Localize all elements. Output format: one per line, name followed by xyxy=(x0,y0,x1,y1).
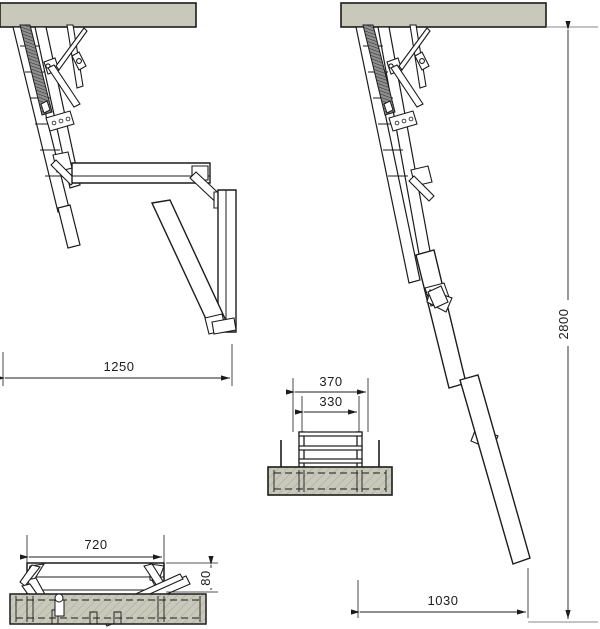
dimension-330-label: 330 xyxy=(319,394,342,409)
folded-side-view: 1250 xyxy=(0,2,237,386)
hinge-plate-right xyxy=(383,100,418,132)
plan-section-view: 720 80 xyxy=(9,535,218,627)
ceiling-beam-right xyxy=(340,2,547,28)
lower-rail-end-left xyxy=(57,204,81,249)
dimension-80-label: 80 xyxy=(198,570,213,585)
dimension-1030: 1030 xyxy=(351,568,529,618)
front-rungs xyxy=(298,431,363,464)
dimension-2800-label: 2800 xyxy=(556,309,571,340)
dimension-1030-label: 1030 xyxy=(428,593,459,608)
folded-section-right xyxy=(217,189,237,333)
pivot-arm-left xyxy=(43,24,88,108)
dimension-330: 330 xyxy=(295,394,360,432)
front-elevation-detail: 370 330 xyxy=(267,373,393,496)
plan-floor-base xyxy=(9,593,207,625)
folded-section-middle xyxy=(71,162,211,184)
pivot-arm-right xyxy=(386,24,431,108)
ladder-section-middle-right xyxy=(415,249,467,389)
extension-joint-middle xyxy=(424,282,453,313)
ladder-rungs-upper-right xyxy=(363,45,408,177)
dimension-2800: 2800 xyxy=(528,21,598,623)
ladder-section-bottom-right xyxy=(459,374,531,565)
fold-joint-left-c xyxy=(204,313,237,335)
front-side-posts xyxy=(280,440,380,470)
ceiling-beam-left xyxy=(0,2,197,28)
front-rails xyxy=(298,431,363,471)
spring-rail-right xyxy=(362,24,396,116)
dimension-720: 720 xyxy=(20,535,165,566)
dimension-720-label: 720 xyxy=(84,537,107,552)
hinge-plate-left xyxy=(40,100,75,132)
folded-section-diagonal xyxy=(150,199,229,333)
dimension-1250: 1250 xyxy=(0,344,233,386)
extended-side-view: 2800 1030 xyxy=(340,2,598,623)
spring-rail-left xyxy=(19,24,53,116)
front-frame-base xyxy=(267,466,393,496)
dimension-370: 370 xyxy=(286,373,369,432)
extension-joint-upper xyxy=(408,165,435,202)
dimension-80: 80 xyxy=(166,556,218,593)
fold-joint-left-a xyxy=(50,151,77,186)
latch-knob xyxy=(54,593,65,617)
dimension-370-label: 370 xyxy=(319,374,342,389)
dimension-1250-label: 1250 xyxy=(104,359,135,374)
